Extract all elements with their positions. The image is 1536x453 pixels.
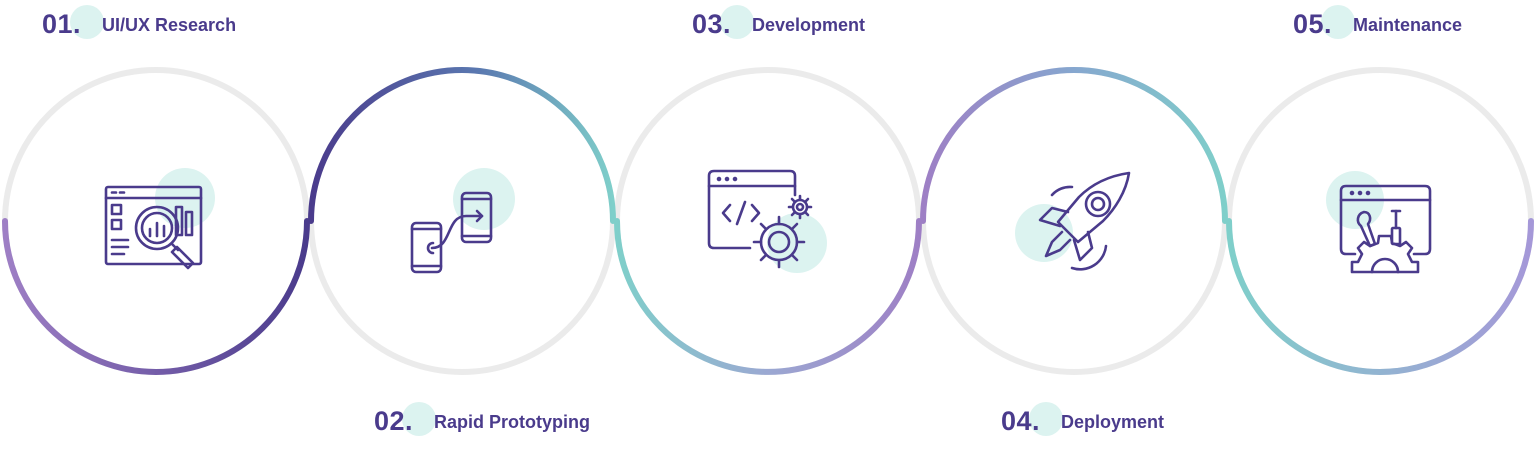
ring-5-arc: [1226, 218, 1534, 375]
ring-3-arc: [614, 218, 922, 375]
step-number: 02.: [374, 406, 414, 436]
step-title: Deployment: [1061, 412, 1165, 432]
step-number: 04.: [1001, 406, 1041, 436]
step-title: Maintenance: [1353, 15, 1463, 35]
code-gears-icon: [707, 169, 827, 273]
ring-arcs: [2, 67, 1534, 375]
step-title: UI/UX Research: [102, 15, 237, 35]
step-title: Rapid Prototyping: [434, 412, 590, 432]
step-number: 01.: [42, 9, 82, 39]
phone-prototype-icon: [410, 168, 515, 274]
ring-backgrounds: [2, 67, 1534, 375]
step-number: 05.: [1293, 9, 1333, 39]
step-number: 03.: [692, 9, 732, 39]
ring-1-arc: [2, 218, 310, 375]
ring-4-arc: [920, 67, 1228, 224]
step-number-highlight: [1321, 5, 1355, 39]
step-title: Development: [752, 15, 866, 35]
step-number-highlight: [402, 402, 436, 436]
step-number-highlight: [720, 5, 754, 39]
step-number-highlight: [1029, 402, 1063, 436]
maintenance-tools-icon: [1326, 171, 1432, 274]
rocket-icon: [1015, 171, 1131, 271]
ring-2-arc: [308, 67, 616, 224]
research-analytics-icon: [104, 168, 215, 270]
step-number-highlight: [70, 5, 104, 39]
